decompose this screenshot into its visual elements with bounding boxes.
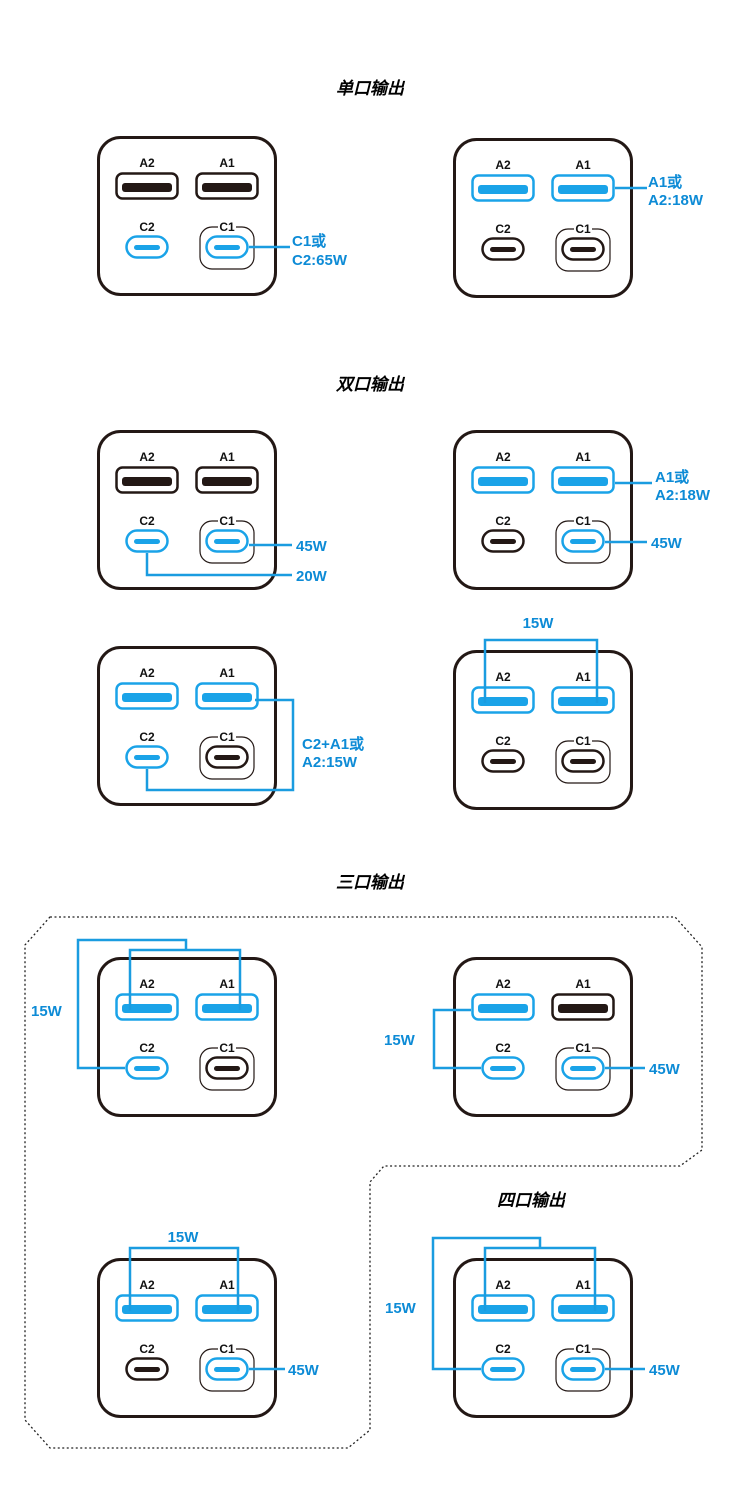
- port-c1: [205, 745, 249, 769]
- port-c1: [205, 235, 249, 259]
- power-label: C1或: [292, 232, 326, 250]
- port-c2: [125, 745, 169, 769]
- port-a1: [551, 993, 615, 1021]
- port-a2: [115, 466, 179, 494]
- unit-single-a: A1或 A2:18W: [453, 138, 704, 298]
- port-c1: [561, 529, 605, 553]
- port-c2: [481, 1357, 525, 1381]
- port-c2: [125, 235, 169, 259]
- port-c1: [205, 1357, 249, 1381]
- unit-single-c: C1或 C2:65W: [97, 136, 348, 296]
- port-a2: [471, 1294, 535, 1322]
- port-a2: [471, 686, 535, 714]
- power-label: 15W: [385, 1300, 417, 1317]
- power-label: 15W: [523, 615, 555, 632]
- unit-dual-ca: A1或 A2:18W 45W: [453, 430, 711, 590]
- unit-triple-c1aa: 15W 45W: [97, 1229, 320, 1418]
- port-a2: [115, 172, 179, 200]
- power-label: C2+A1或: [302, 735, 364, 753]
- unit-dual-cc: 45W 20W: [97, 430, 328, 590]
- port-a1: [551, 466, 615, 494]
- port-c1: [205, 529, 249, 553]
- unit-dual-c2a: C2+A1或 A2:15W: [97, 646, 364, 806]
- port-a1: [551, 1294, 615, 1322]
- port-c1: [561, 749, 605, 773]
- section-title-dual: 双口输出: [335, 375, 406, 395]
- section-title-triple: 三口输出: [336, 873, 406, 893]
- port-c1: [205, 1056, 249, 1080]
- port-c1: [561, 1056, 605, 1080]
- power-label: A1或: [655, 468, 689, 486]
- power-label: C2:65W: [292, 252, 348, 269]
- port-a1: [195, 682, 259, 710]
- port-a2: [115, 1294, 179, 1322]
- port-c2: [125, 1357, 169, 1381]
- port-c2: [481, 237, 525, 261]
- port-c2: [125, 529, 169, 553]
- port-c1: [561, 1357, 605, 1381]
- power-label: 15W: [31, 1003, 63, 1020]
- power-label: A2:18W: [648, 192, 704, 209]
- power-label: A2:15W: [302, 754, 358, 771]
- port-a2: [471, 174, 535, 202]
- unit-triple-c2aa: 15W: [31, 938, 277, 1117]
- power-label: 45W: [651, 535, 683, 552]
- port-a1: [195, 172, 259, 200]
- power-label: 45W: [288, 1362, 320, 1379]
- port-a1: [195, 993, 259, 1021]
- port-c2: [481, 529, 525, 553]
- power-label: 45W: [296, 538, 328, 555]
- port-c2: [481, 749, 525, 773]
- port-a2: [471, 993, 535, 1021]
- power-label: 20W: [296, 568, 328, 585]
- port-a2: [471, 466, 535, 494]
- port-a1: [195, 1294, 259, 1322]
- port-c2: [481, 1056, 525, 1080]
- port-a1: [551, 686, 615, 714]
- section-title-quad: 四口输出: [497, 1191, 567, 1211]
- port-c1: [561, 237, 605, 261]
- power-label: 15W: [384, 1032, 416, 1049]
- section-title-single: 单口输出: [336, 79, 406, 99]
- unit-dual-aa: 15W: [453, 615, 633, 810]
- unit-triple-c1c2a2: 15W 45W: [384, 957, 681, 1117]
- power-label: 45W: [649, 1061, 681, 1078]
- port-a1: [551, 174, 615, 202]
- port-a1: [195, 466, 259, 494]
- power-label: 45W: [649, 1362, 681, 1379]
- unit-quad: 15W 45W: [385, 1236, 681, 1418]
- power-label: A2:18W: [655, 487, 711, 504]
- power-label: A1或: [648, 173, 682, 191]
- port-c2: [125, 1056, 169, 1080]
- port-a2: [115, 682, 179, 710]
- port-a2: [115, 993, 179, 1021]
- power-label: 15W: [168, 1229, 200, 1246]
